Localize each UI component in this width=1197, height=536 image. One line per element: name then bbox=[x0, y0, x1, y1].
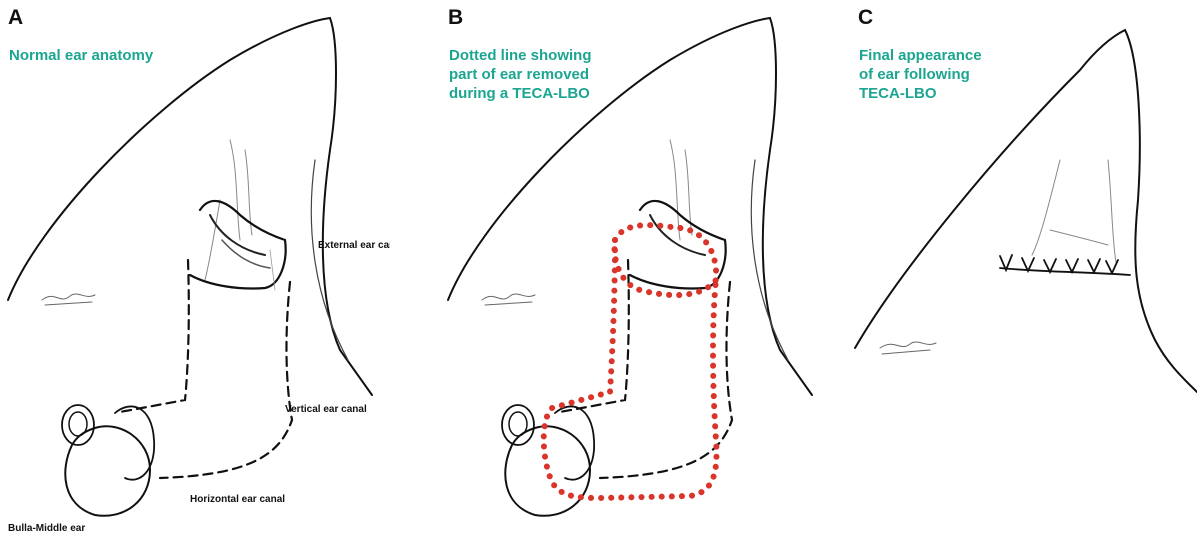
bulla-outline bbox=[65, 426, 150, 516]
vertical-canal-dashed bbox=[560, 260, 629, 412]
caption-line: part of ear removed bbox=[449, 65, 592, 84]
caption-line: Dotted line showing bbox=[449, 46, 592, 65]
artist-signature bbox=[42, 294, 95, 305]
artist-signature bbox=[880, 342, 936, 354]
label-vertical-ear-canal: Vertical ear canal bbox=[285, 404, 367, 415]
caption-line: Final appearance bbox=[859, 46, 982, 65]
vertical-canal-dashed bbox=[120, 260, 189, 412]
caption-line: TECA-LBO bbox=[859, 84, 982, 103]
pinna-inner-edge bbox=[751, 160, 788, 360]
panel-caption-a: Normal ear anatomy bbox=[9, 46, 153, 65]
removal-outline-canal bbox=[544, 240, 717, 498]
caption-line: of ear following bbox=[859, 65, 982, 84]
pinna-inner-edge bbox=[311, 160, 348, 360]
caption-line: Normal ear anatomy bbox=[9, 46, 153, 65]
panel-letter-a: A bbox=[8, 6, 23, 30]
panel-caption-b: Dotted line showing part of ear removed … bbox=[449, 46, 592, 103]
bulla-outline bbox=[505, 426, 590, 516]
pinna-outline bbox=[8, 18, 372, 395]
label-external-ear-canal: External ear canal bbox=[318, 240, 390, 251]
panel-normal-anatomy: External ear canal Vertical ear canal Ho… bbox=[0, 0, 390, 536]
caption-line: during a TECA-LBO bbox=[449, 84, 592, 103]
label-bulla-middle-ear: Bulla-Middle ear bbox=[8, 523, 85, 534]
panel-letter-c: C bbox=[858, 6, 873, 30]
label-horizontal-ear-canal: Horizontal ear canal bbox=[190, 494, 285, 505]
panel-final-appearance: C Final appearance of ear following TECA… bbox=[850, 0, 1197, 536]
artist-signature bbox=[482, 294, 535, 305]
panel-caption-c: Final appearance of ear following TECA-L… bbox=[859, 46, 982, 103]
ear-drawing-normal: External ear canal Vertical ear canal Ho… bbox=[0, 0, 390, 536]
panel-removed-part: B Dotted line showing part of ear remove… bbox=[440, 0, 830, 536]
panel-letter-b: B bbox=[448, 6, 463, 30]
